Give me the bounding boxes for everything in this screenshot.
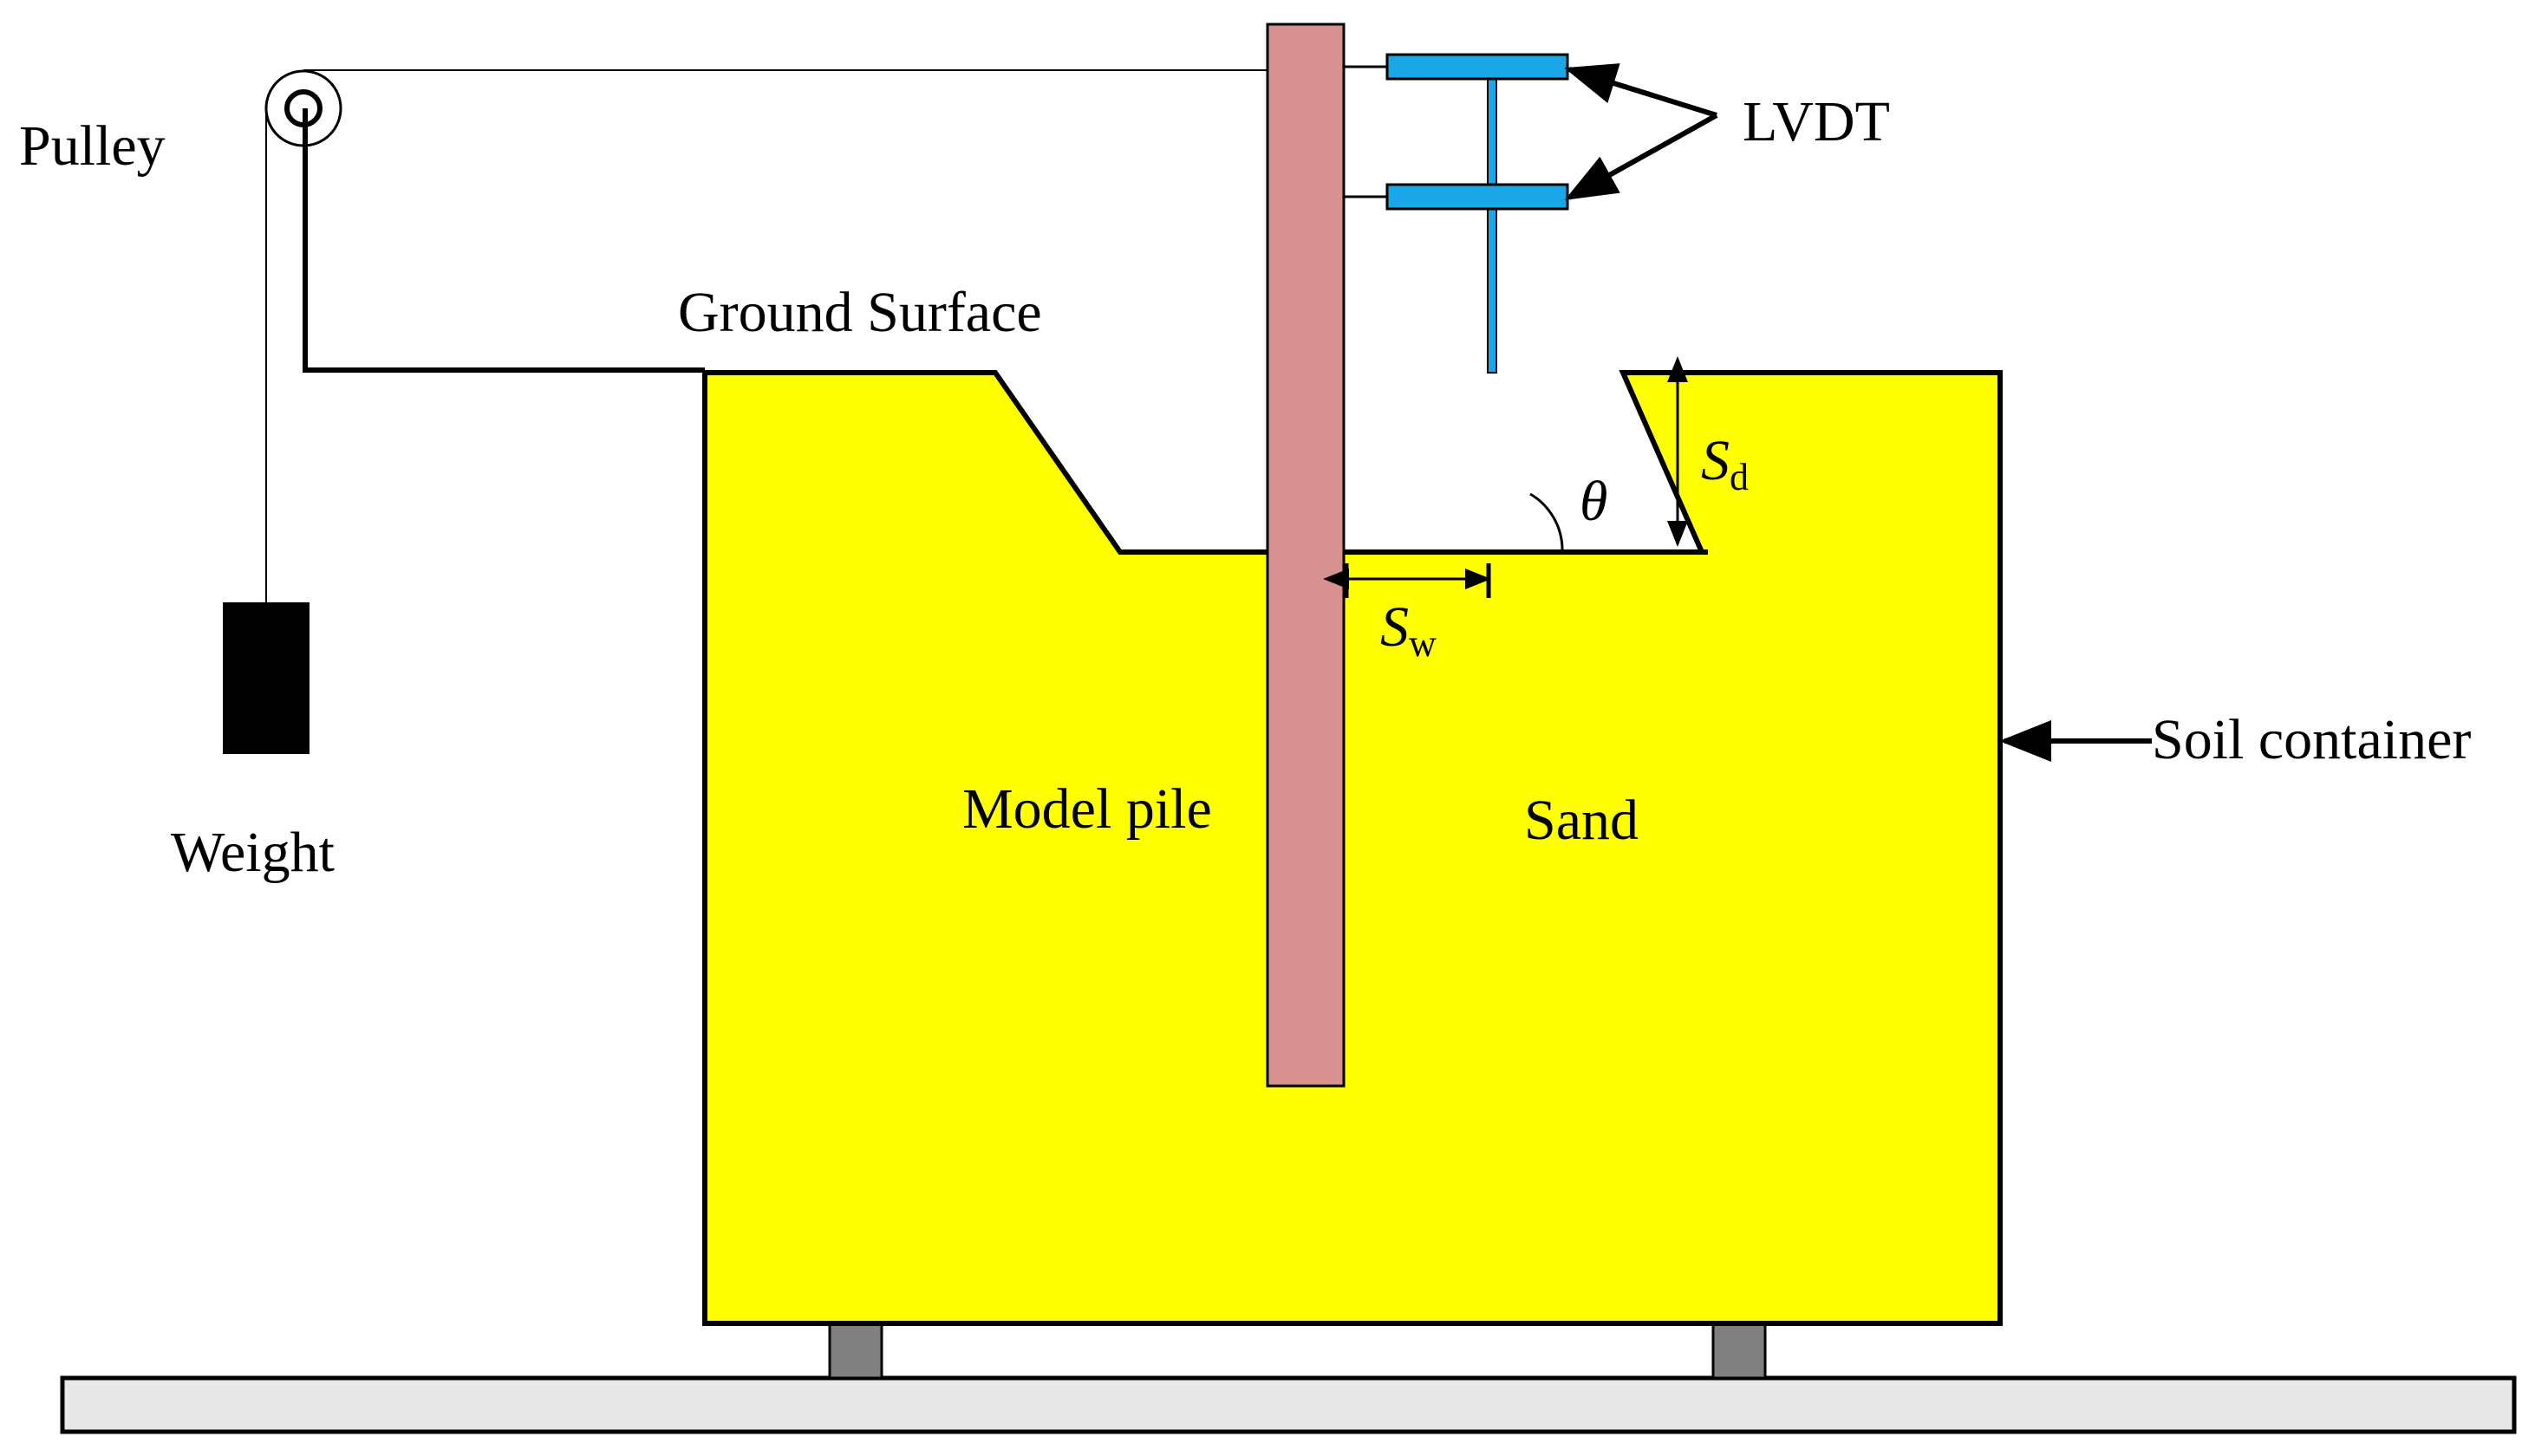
label-weight: Weight [171,821,335,884]
support-left [828,1322,883,1380]
label-sw-sub: w [1409,622,1437,665]
label-theta: θ [1580,470,1607,533]
soil-container-sand [702,370,2003,1326]
label-sd: Sd [1701,429,1749,498]
label-sand: Sand [1524,789,1639,852]
label-lvdt: LVDT [1743,90,1890,153]
lvdt-vertical-rod [1487,64,1497,374]
lvdt-assembly [1344,53,1569,374]
label-sw-main: S [1380,595,1409,659]
label-sd-main: S [1701,429,1730,492]
theta-angle-arc [1529,492,1564,553]
sw-dimension [1323,563,1491,598]
label-soil-container: Soil container [2152,708,2471,771]
label-sd-sub: d [1730,456,1749,498]
label-pulley: Pulley [19,114,166,178]
lvdt-arrow-bottom [1564,113,1718,200]
label-ground-surface: Ground Surface [678,281,1042,344]
lvdt-sensor-bottom [1385,183,1569,211]
lvdt-sensor-top [1385,53,1569,81]
lvdt-arrow-top [1564,63,1717,118]
support-right [1711,1322,1767,1380]
model-pile [1266,23,1346,1088]
label-model-pile: Model pile [962,777,1212,841]
label-sw: Sw [1380,595,1437,665]
weight-block [223,602,310,754]
base-platform [60,1375,2517,1434]
